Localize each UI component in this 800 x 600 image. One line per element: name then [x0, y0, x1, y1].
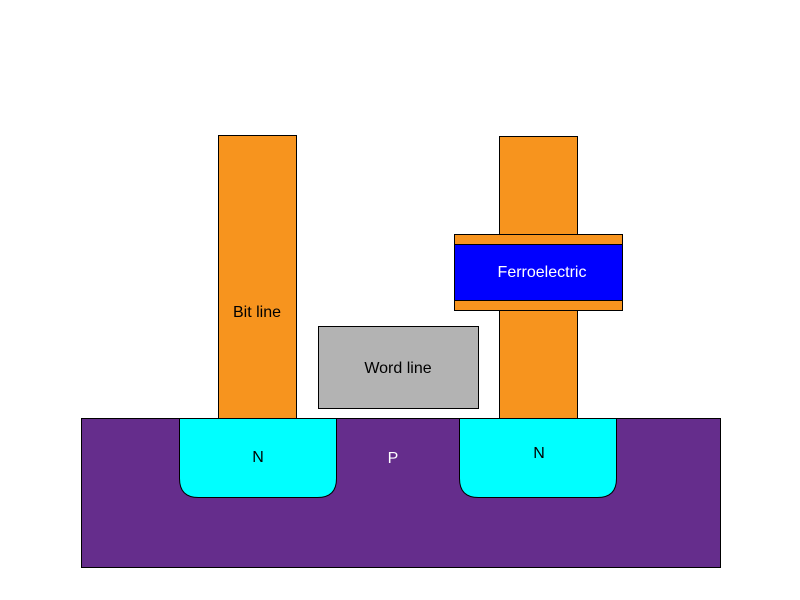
word-line-label: Word line: [364, 360, 431, 377]
capacitor-bottom-electrode: [454, 300, 623, 311]
p-substrate: [81, 418, 721, 568]
source-n-label: N: [252, 449, 264, 466]
capacitor-top-electrode: [454, 234, 623, 245]
word-line-gate: [318, 326, 479, 409]
n-region-right: [459, 418, 617, 498]
substrate-p-label: P: [388, 450, 399, 467]
bit-line-pillar: [218, 135, 297, 419]
ferroelectric-label: Ferroelectric: [498, 264, 587, 281]
bit-line-label: Bit line: [233, 304, 281, 321]
n-region-left: [179, 418, 337, 498]
capacitor-pillar-lower: [499, 310, 578, 419]
capacitor-pillar-upper: [499, 136, 578, 235]
drain-n-label: N: [533, 445, 545, 462]
